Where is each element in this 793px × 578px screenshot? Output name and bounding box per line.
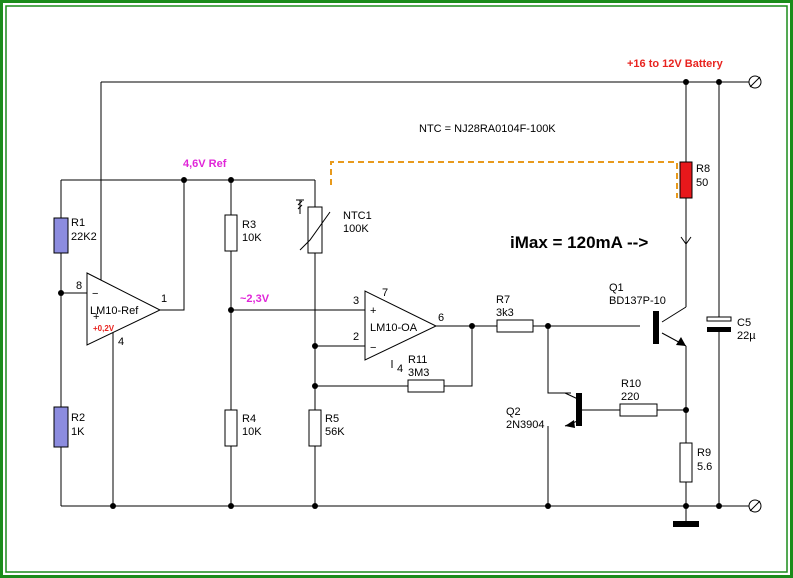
- resistor-r11: [407, 379, 445, 393]
- r11-value: 3M3: [408, 367, 429, 379]
- r8-name: R8: [696, 163, 710, 175]
- thermistor-ntc1: [296, 199, 331, 254]
- q2-value: 2N3904: [506, 419, 545, 431]
- r2-value: 1K: [71, 426, 85, 438]
- c5-name: C5: [737, 317, 751, 329]
- r9-value: 5.6: [697, 461, 712, 473]
- supply-terminal-negative: [748, 499, 762, 513]
- r10-name: R10: [621, 378, 641, 390]
- resistor-r10: [619, 403, 658, 417]
- u1-pin-4: 4: [118, 336, 124, 348]
- r3-value: 10K: [242, 232, 262, 244]
- u2-plus-pin: +: [370, 305, 376, 317]
- r5-name: R5: [325, 413, 339, 425]
- supply-terminal-positive: [748, 75, 762, 89]
- r4-name: R4: [242, 413, 256, 425]
- supply-label: +16 to 12V Battery: [627, 58, 724, 70]
- q1-name: Q1: [609, 282, 624, 294]
- q2-name: Q2: [506, 406, 521, 418]
- ground-symbol: [673, 521, 699, 527]
- border-inner: [5, 5, 788, 573]
- ntc-part-note: NTC = NJ28RA0104F-100K: [419, 123, 556, 135]
- junctions: [58, 79, 722, 509]
- thermal-link-line: [330, 161, 678, 198]
- u1-plus-pin: +: [93, 311, 99, 323]
- r3-name: R3: [242, 219, 256, 231]
- r10-value: 220: [621, 391, 639, 403]
- u2-minus-pin: −: [370, 342, 376, 354]
- u1-offset: +0,2V: [93, 324, 115, 333]
- u2-pin-2: 2: [353, 331, 359, 343]
- ntc1-value: 100K: [343, 223, 369, 235]
- opamp-lm10-ref: [86, 272, 162, 346]
- r4-value: 10K: [242, 426, 262, 438]
- capacitor-c5: [706, 316, 732, 332]
- r7-name: R7: [496, 294, 510, 306]
- ref-voltage-label: 4,6V Ref: [183, 158, 227, 170]
- imax-label: iMax = 120mA -->: [510, 233, 648, 252]
- resistor-r9: [679, 442, 693, 483]
- r8-value: 50: [696, 177, 708, 189]
- resistor-r3: [224, 214, 238, 252]
- resistor-r8: [679, 161, 693, 199]
- q1-value: BD137P-10: [609, 295, 666, 307]
- mid-voltage-label: ~2,3V: [240, 293, 270, 305]
- r11-name: R11: [408, 354, 427, 366]
- transistor-q2: [564, 392, 582, 428]
- resistor-r1: [53, 217, 69, 254]
- u2-pin-7: 7: [382, 287, 388, 299]
- u2-pin-4: 4: [397, 363, 403, 375]
- r5-value: 56K: [325, 426, 345, 438]
- r1-name: R1: [71, 217, 85, 229]
- opamp-lm10-oa: [364, 290, 438, 361]
- u2-pin-6: 6: [438, 312, 444, 324]
- r1-value: 22K2: [71, 231, 97, 243]
- r7-value: 3k3: [496, 307, 514, 319]
- resistor-r5: [308, 409, 322, 447]
- current-arrow-icon: [680, 236, 692, 245]
- transistor-q1: [653, 311, 686, 346]
- u1-name: LM10-Ref: [90, 305, 139, 317]
- u2-pin-3: 3: [353, 295, 359, 307]
- u2-name: LM10-OA: [370, 322, 418, 334]
- resistor-r2: [53, 406, 69, 448]
- resistor-r7: [496, 319, 534, 333]
- u1-pin-8: 8: [76, 280, 82, 292]
- c5-value: 22µ: [737, 330, 756, 342]
- wires: [60, 81, 749, 522]
- r9-name: R9: [697, 447, 711, 459]
- u1-minus-pin: −: [92, 288, 98, 300]
- u1-pin-1: 1: [161, 293, 167, 305]
- ntc1-name: NTC1: [343, 210, 372, 222]
- r2-name: R2: [71, 412, 85, 424]
- resistor-r4: [224, 409, 238, 447]
